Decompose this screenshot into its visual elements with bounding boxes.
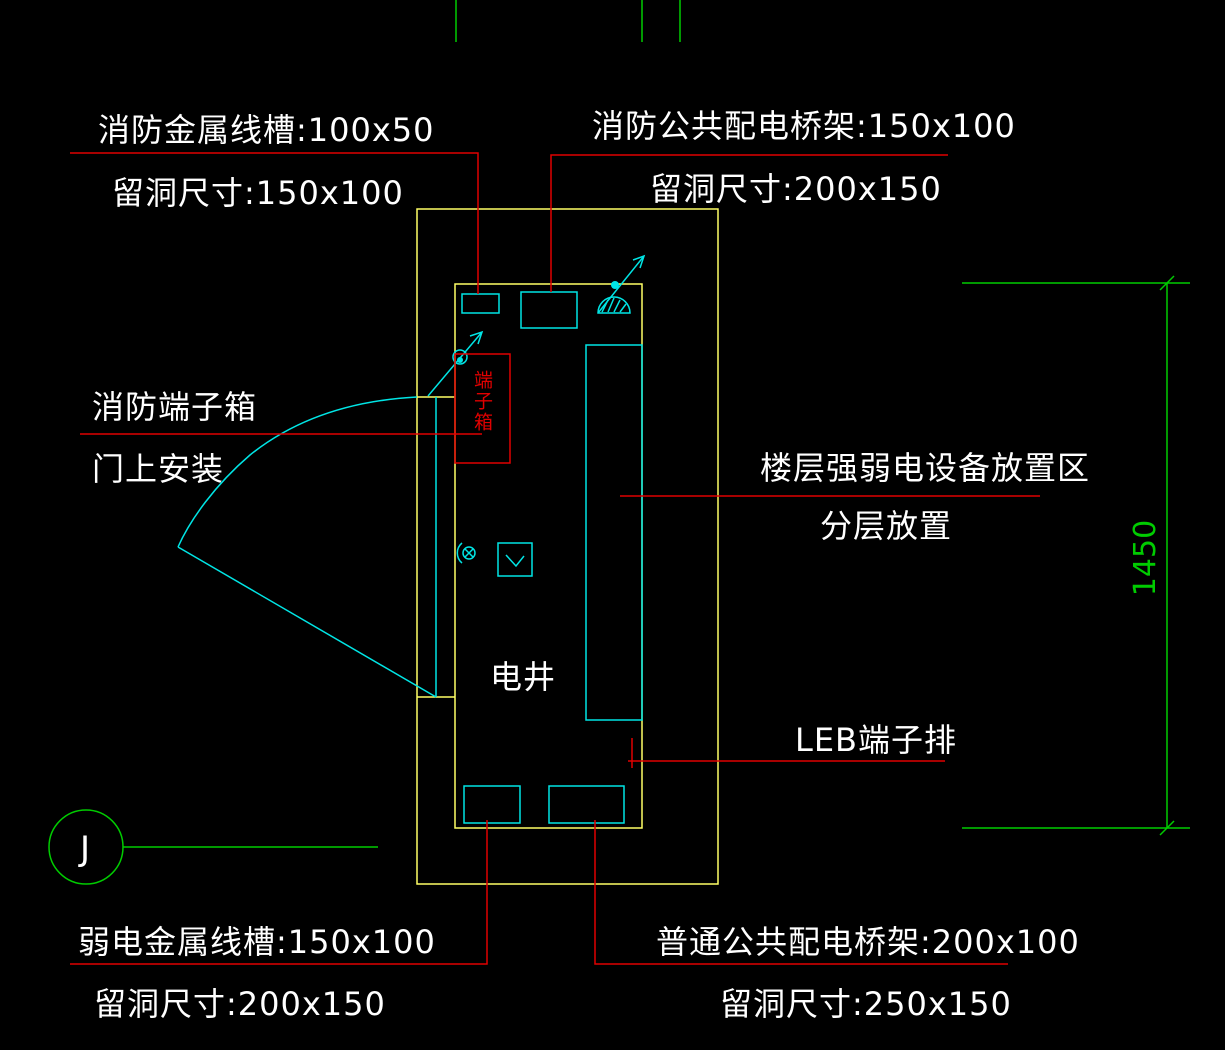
axis-label: J [78,829,90,869]
label-shaft-name: 电井 [490,658,556,696]
fire-metal-trunking-box [461,293,500,314]
fire-cable-tray-box [520,291,578,329]
general-cable-tray-box [548,785,625,824]
leader-lines [70,152,1040,965]
label-weak-metal-trunking: 弱电金属线槽:150x100 [78,923,436,961]
equipment-zone-box [585,344,643,721]
label-fire-metal-trunking-hole: 留洞尺寸:150x100 [112,174,404,212]
grid-axis-lines-top [455,0,681,42]
terminal-box-text: 端子箱 [471,370,493,433]
door-swing [177,396,437,698]
label-weak-metal-trunking-hole: 留洞尺寸:200x150 [94,985,386,1023]
lamp-icon [456,542,476,564]
label-general-cable-tray-hole: 留洞尺寸:250x150 [720,985,1012,1023]
weak-metal-trunking-box [463,785,521,824]
switch-icon [497,542,533,577]
label-fire-cable-tray-hole: 留洞尺寸:200x150 [650,170,942,208]
label-general-cable-tray: 普通公共配电桥架:200x100 [656,923,1080,961]
fan-icon [597,254,646,314]
axis-bubble-icon: J [48,809,378,885]
label-fire-cable-tray: 消防公共配电桥架:150x100 [592,107,1016,145]
dimension-value: 1450 [1128,520,1163,596]
fire-terminal-box: 端子箱 [454,353,511,464]
label-fire-terminal-box: 消防端子箱 [92,388,257,426]
dimension-1450: 1450 [962,275,1190,836]
label-door-mounted: 门上安装 [92,450,224,488]
label-fire-metal-trunking: 消防金属线槽:100x50 [98,111,435,149]
label-equipment-zone: 楼层强弱电设备放置区 [760,449,1090,487]
label-leb-terminal: LEB端子排 [795,721,957,759]
label-layered-placement: 分层放置 [820,507,952,545]
